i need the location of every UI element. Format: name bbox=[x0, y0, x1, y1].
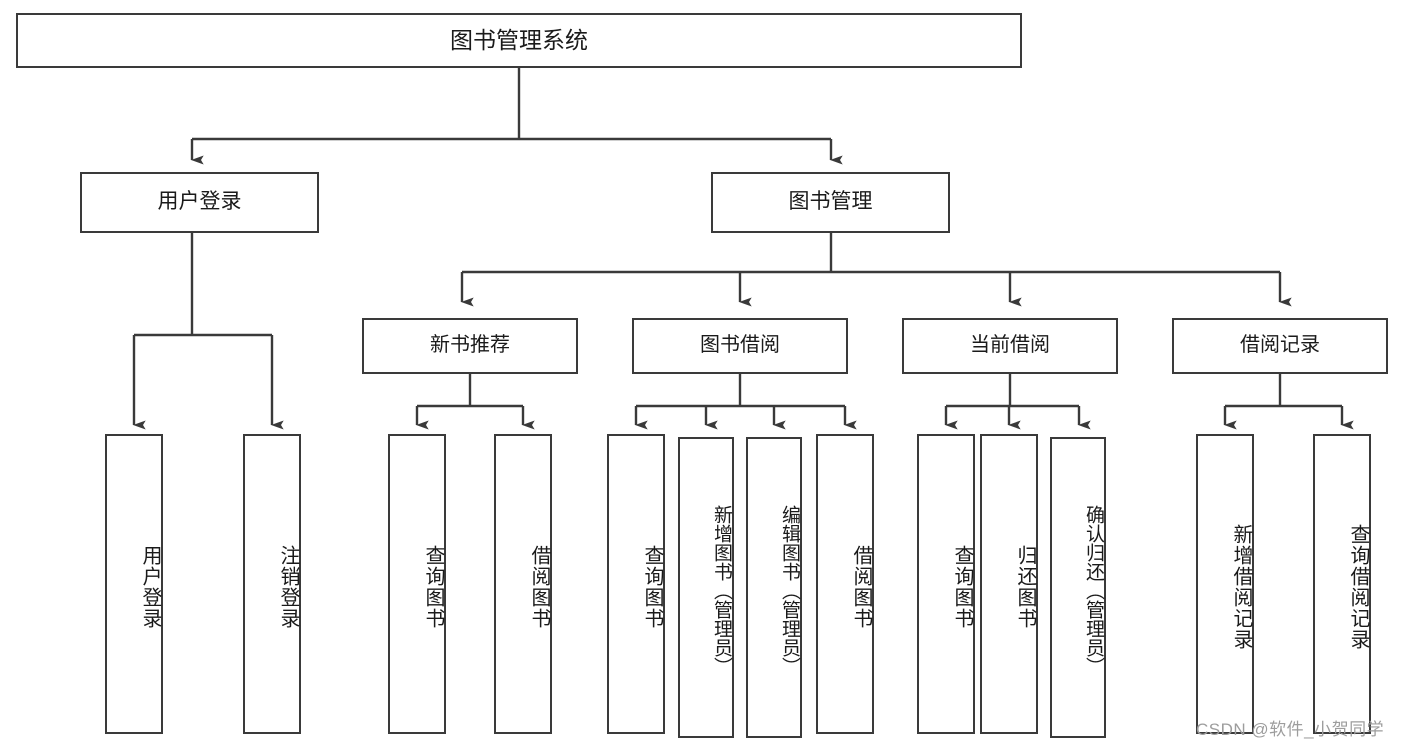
node-book-borrow[interactable]: 图书借阅 bbox=[632, 318, 848, 374]
node-label: 图书管理系统 bbox=[450, 26, 588, 53]
node-label: 新书推荐 bbox=[430, 334, 510, 357]
node-label: 确认归还（管理员） bbox=[1083, 505, 1104, 676]
node-current-borrow[interactable]: 当前借阅 bbox=[902, 318, 1118, 374]
node-label: 查询图书 bbox=[641, 545, 663, 629]
leaf-return-book[interactable]: 归还图书 bbox=[980, 434, 1038, 734]
node-user-login[interactable]: 用户登录 bbox=[80, 172, 319, 233]
leaf-query-book-recommend[interactable]: 查询图书 bbox=[388, 434, 446, 734]
leaf-query-borrow-record[interactable]: 查询借阅记录 bbox=[1313, 434, 1371, 734]
node-new-book-recommend[interactable]: 新书推荐 bbox=[362, 318, 578, 374]
node-label: 用户登录 bbox=[157, 190, 242, 214]
node-label: 借阅记录 bbox=[1240, 334, 1320, 357]
node-label: 查询借阅记录 bbox=[1347, 524, 1369, 650]
node-label: 借阅图书 bbox=[850, 545, 872, 629]
node-borrow-record[interactable]: 借阅记录 bbox=[1172, 318, 1388, 374]
node-label: 新增借阅记录 bbox=[1230, 524, 1252, 650]
node-label: 查询图书 bbox=[951, 545, 973, 629]
node-label: 查询图书 bbox=[422, 545, 444, 629]
leaf-edit-book-admin[interactable]: 编辑图书（管理员） bbox=[746, 437, 802, 738]
leaf-confirm-return-admin[interactable]: 确认归还（管理员） bbox=[1050, 437, 1106, 738]
leaf-add-book-admin[interactable]: 新增图书（管理员） bbox=[678, 437, 734, 738]
leaf-logout[interactable]: 注销登录 bbox=[243, 434, 301, 734]
node-label: 用户登录 bbox=[139, 545, 161, 629]
leaf-query-book-borrow[interactable]: 查询图书 bbox=[607, 434, 665, 734]
leaf-add-borrow-record[interactable]: 新增借阅记录 bbox=[1196, 434, 1254, 734]
node-label: 图书管理 bbox=[788, 190, 873, 214]
node-book-management[interactable]: 图书管理 bbox=[711, 172, 950, 233]
leaf-borrow-book-recommend[interactable]: 借阅图书 bbox=[494, 434, 552, 734]
leaf-query-book-current[interactable]: 查询图书 bbox=[917, 434, 975, 734]
node-label: 借阅图书 bbox=[528, 545, 550, 629]
node-root-system[interactable]: 图书管理系统 bbox=[16, 13, 1022, 68]
leaf-user-login[interactable]: 用户登录 bbox=[105, 434, 163, 734]
node-label: 编辑图书（管理员） bbox=[779, 505, 800, 676]
node-label: 当前借阅 bbox=[970, 334, 1050, 357]
node-label: 归还图书 bbox=[1014, 545, 1036, 629]
node-label: 图书借阅 bbox=[700, 334, 780, 357]
csdn-watermark: CSDN @软件_小贺同学 bbox=[1196, 720, 1385, 739]
leaf-borrow-book[interactable]: 借阅图书 bbox=[816, 434, 874, 734]
node-label: 新增图书（管理员） bbox=[711, 505, 732, 676]
node-label: 注销登录 bbox=[277, 545, 299, 629]
